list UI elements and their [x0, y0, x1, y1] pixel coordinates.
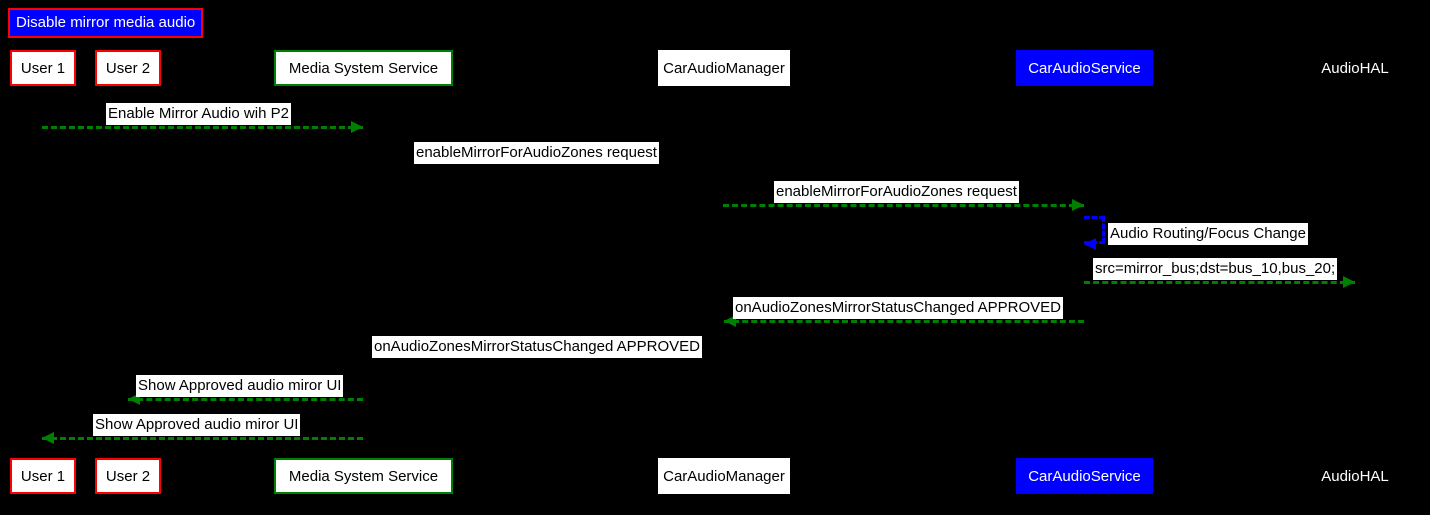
message-line-m7 — [363, 359, 724, 362]
message-label-m5: src=mirror_bus;dst=bus_10,bus_20; — [1093, 258, 1338, 280]
arrow-head-m4 — [1084, 238, 1096, 250]
participant-media_system-top[interactable]: Media System Service — [274, 50, 453, 86]
lifeline-user2 — [128, 86, 129, 458]
arrow-head-m3 — [1072, 199, 1084, 211]
participant-label: CarAudioManager — [663, 59, 785, 77]
participant-label: User 2 — [105, 467, 151, 485]
lifeline-media_system — [363, 86, 364, 458]
participant-car_audio_service-top[interactable]: CarAudioService — [1016, 50, 1153, 86]
participant-user1-top[interactable]: User 1 — [10, 50, 76, 86]
participant-audio_hal-bottom[interactable]: AudioHAL — [1312, 458, 1398, 494]
participant-label: CarAudioService — [1028, 59, 1141, 77]
arrow-head-m2 — [712, 160, 724, 172]
message-label-m4: Audio Routing/Focus Change — [1108, 223, 1308, 245]
participant-media_system-bottom[interactable]: Media System Service — [274, 458, 453, 494]
participant-car_audio_manager-top[interactable]: CarAudioManager — [658, 50, 790, 86]
message-label-m9: Show Approved audio miror UI — [93, 414, 301, 436]
message-line-m8 — [128, 398, 363, 401]
participant-label: AudioHAL — [1321, 467, 1389, 485]
message-line-m6 — [724, 320, 1084, 323]
participant-label: Media System Service — [288, 467, 439, 485]
participant-label: CarAudioService — [1028, 467, 1141, 485]
participant-label: CarAudioManager — [663, 467, 785, 485]
lifeline-car_audio_service — [1084, 86, 1085, 458]
message-line-m3 — [723, 204, 1084, 207]
participant-car_audio_manager-bottom[interactable]: CarAudioManager — [658, 458, 790, 494]
participant-label: AudioHAL — [1321, 59, 1389, 77]
participant-audio_hal-top[interactable]: AudioHAL — [1312, 50, 1398, 86]
participant-label: Media System Service — [288, 59, 439, 77]
participant-car_audio_service-bottom[interactable]: CarAudioService — [1016, 458, 1153, 494]
participant-label: User 1 — [20, 467, 66, 485]
participant-user1-bottom[interactable]: User 1 — [10, 458, 76, 494]
message-line-m2 — [363, 165, 724, 168]
arrow-head-m9 — [42, 432, 54, 444]
participant-label: User 1 — [20, 59, 66, 77]
message-line-m5 — [1084, 281, 1355, 284]
arrow-head-m1 — [351, 121, 363, 133]
message-line-m1 — [42, 126, 363, 129]
message-label-m1: Enable Mirror Audio wih P2 — [106, 103, 291, 125]
message-label-m3: enableMirrorForAudioZones request — [774, 181, 1019, 203]
message-label-m6: onAudioZonesMirrorStatusChanged APPROVED — [733, 297, 1064, 319]
message-label-m2: enableMirrorForAudioZones request — [414, 142, 659, 164]
participant-user2-top[interactable]: User 2 — [95, 50, 161, 86]
lifeline-audio_hal — [1355, 86, 1356, 458]
diagram-title: Disable mirror media audio — [8, 8, 204, 38]
lifeline-car_audio_manager — [724, 86, 725, 458]
arrow-head-m5 — [1343, 276, 1355, 288]
participant-user2-bottom[interactable]: User 2 — [95, 458, 161, 494]
message-label-m8: Show Approved audio miror UI — [136, 375, 344, 397]
message-line-m9 — [42, 437, 363, 440]
message-label-m7: onAudioZonesMirrorStatusChanged APPROVED — [372, 336, 703, 358]
lifeline-user1 — [43, 86, 44, 458]
participant-label: User 2 — [105, 59, 151, 77]
